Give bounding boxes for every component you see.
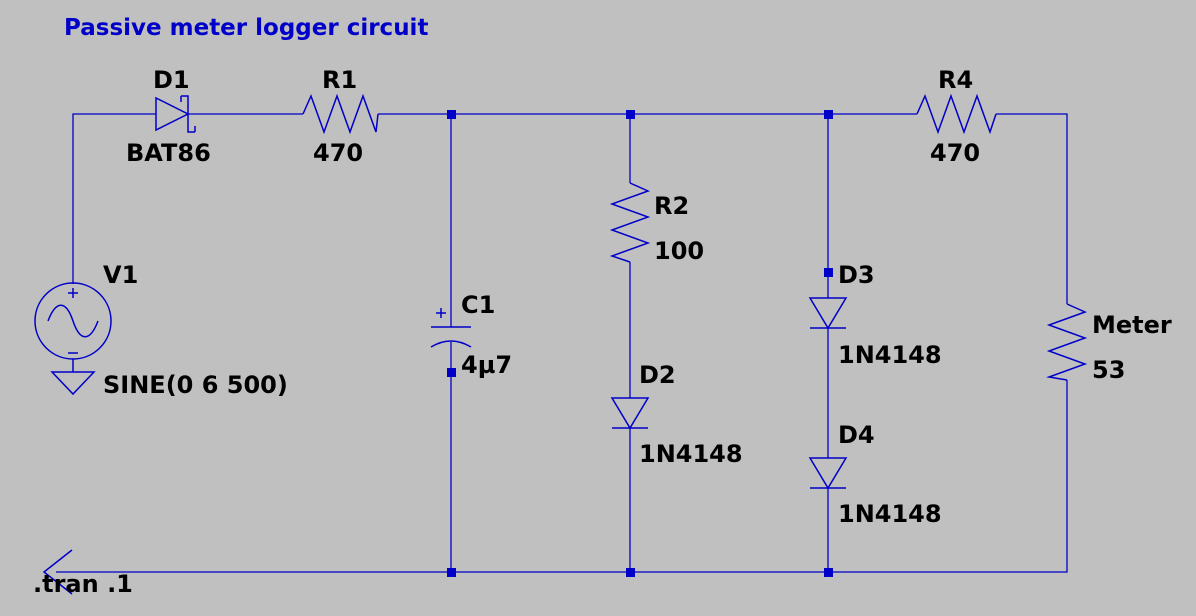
- d4-diode: [808, 457, 848, 490]
- c1-label: C1: [461, 291, 495, 319]
- r4-label: R4: [938, 66, 973, 94]
- junction-dot: [447, 568, 456, 577]
- v1-value: SINE(0 6 500): [103, 371, 288, 399]
- r1-resistor: [302, 93, 379, 135]
- d3-label: D3: [838, 261, 875, 289]
- r2-resistor: [609, 182, 651, 263]
- r4-resistor: [916, 93, 997, 135]
- wire-v1-to-d1: [72, 113, 156, 284]
- junction-dot: [447, 110, 456, 119]
- arrow-left-icon: [42, 549, 73, 595]
- junction-dot: [824, 110, 833, 119]
- d3-value: 1N4148: [838, 341, 942, 369]
- junction-dot: [626, 568, 635, 577]
- r1-value: 470: [313, 139, 363, 167]
- r2-value: 100: [654, 237, 704, 265]
- wires: [56, 113, 1068, 573]
- d4-value: 1N4148: [838, 500, 942, 528]
- d2-diode: [610, 397, 650, 430]
- d1-schottky-diode: [155, 95, 196, 133]
- r2-label: R2: [654, 192, 689, 220]
- meter-resistor: [1046, 303, 1088, 381]
- junction-dot: [626, 110, 635, 119]
- wire-meter-to-bottom: [56, 380, 1068, 573]
- meter-value: 53: [1092, 356, 1125, 384]
- d1-value: BAT86: [126, 139, 211, 167]
- r4-value: 470: [930, 139, 980, 167]
- junction-dot: [447, 368, 456, 377]
- ground-icon: [50, 371, 96, 396]
- v1-sine-source: [34, 282, 112, 372]
- d3-diode: [808, 297, 848, 330]
- junction-dot: [824, 268, 833, 277]
- d4-label: D4: [838, 421, 875, 449]
- junctions: [447, 110, 833, 577]
- r1-label: R1: [322, 66, 357, 94]
- d2-label: D2: [639, 361, 676, 389]
- tran-directive: .tran .1: [33, 570, 133, 598]
- wire-r4-to-meter: [996, 113, 1068, 304]
- schematic-title: Passive meter logger circuit: [64, 15, 428, 41]
- v1-label: V1: [103, 261, 138, 289]
- d1-label: D1: [153, 66, 190, 94]
- meter-label: Meter: [1092, 311, 1172, 339]
- d2-value: 1N4148: [639, 440, 743, 468]
- c1-polarized-capacitor: [430, 308, 472, 348]
- junction-dot: [824, 568, 833, 577]
- c1-value: 4µ7: [461, 351, 512, 379]
